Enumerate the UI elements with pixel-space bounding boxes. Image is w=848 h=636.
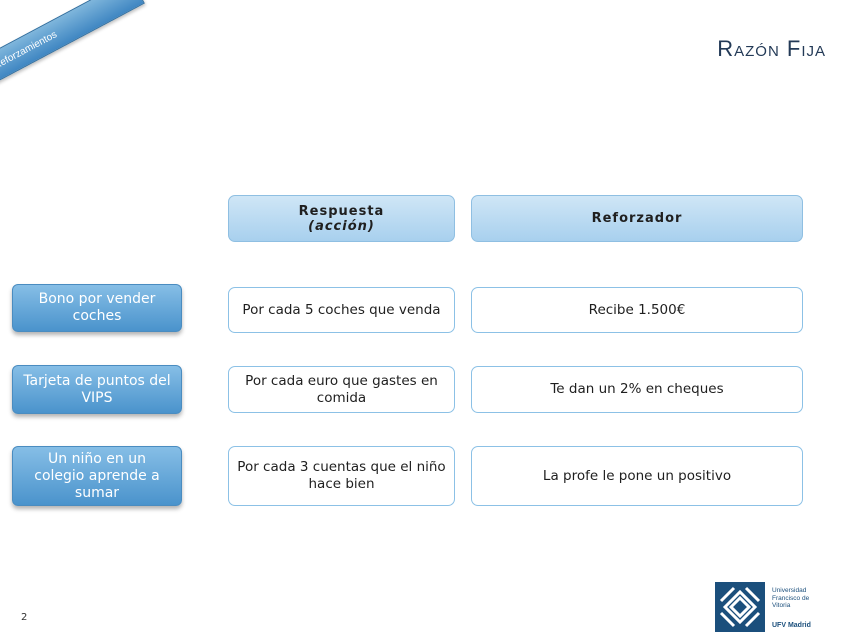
header-reforzador: Reforzador bbox=[471, 195, 803, 242]
reforzador-cell-2: Te dan un 2% en cheques bbox=[471, 366, 803, 413]
row-label-1: Bono por vender coches bbox=[12, 284, 182, 332]
ufv-logo-tag: UFV Madrid bbox=[772, 622, 811, 629]
header-respuesta-sub: (acción) bbox=[308, 218, 375, 234]
respuesta-cell-2: Por cada euro que gastes en comida bbox=[228, 366, 455, 413]
header-respuesta-label: Respuesta bbox=[298, 203, 385, 219]
respuesta-cell-3: Por cada 3 cuentas que el niño hace bien bbox=[228, 446, 455, 506]
corner-ribbon-wrap: Reforzamientos bbox=[0, 0, 180, 100]
ufv-logo-text: Universidad Francisco de Vitoria bbox=[772, 587, 834, 610]
logo-line-3: Vitoria bbox=[772, 602, 791, 609]
slide-title: Razón Fija bbox=[717, 36, 826, 61]
ufv-logo-mark-icon bbox=[715, 582, 765, 632]
row-label-2: Tarjeta de puntos del VIPS bbox=[12, 365, 182, 414]
page-number: 2 bbox=[21, 612, 28, 623]
logo-line-1: Universidad bbox=[772, 587, 807, 594]
logo-line-2: Francisco de bbox=[772, 594, 810, 602]
respuesta-cell-1: Por cada 5 coches que venda bbox=[228, 287, 455, 333]
row-label-3: Un niño en un colegio aprende a sumar bbox=[12, 446, 182, 506]
reforzador-cell-3: La profe le pone un positivo bbox=[471, 446, 803, 506]
section-ribbon: Reforzamientos bbox=[0, 0, 145, 92]
header-respuesta: Respuesta (acción) bbox=[228, 195, 455, 242]
header-reforzador-label: Reforzador bbox=[591, 211, 683, 226]
ufv-logo: Universidad Francisco de Vitoria UFV Mad… bbox=[715, 582, 833, 632]
reforzador-cell-1: Recibe 1.500€ bbox=[471, 287, 803, 333]
ribbon-label: Reforzamientos bbox=[0, 29, 59, 72]
